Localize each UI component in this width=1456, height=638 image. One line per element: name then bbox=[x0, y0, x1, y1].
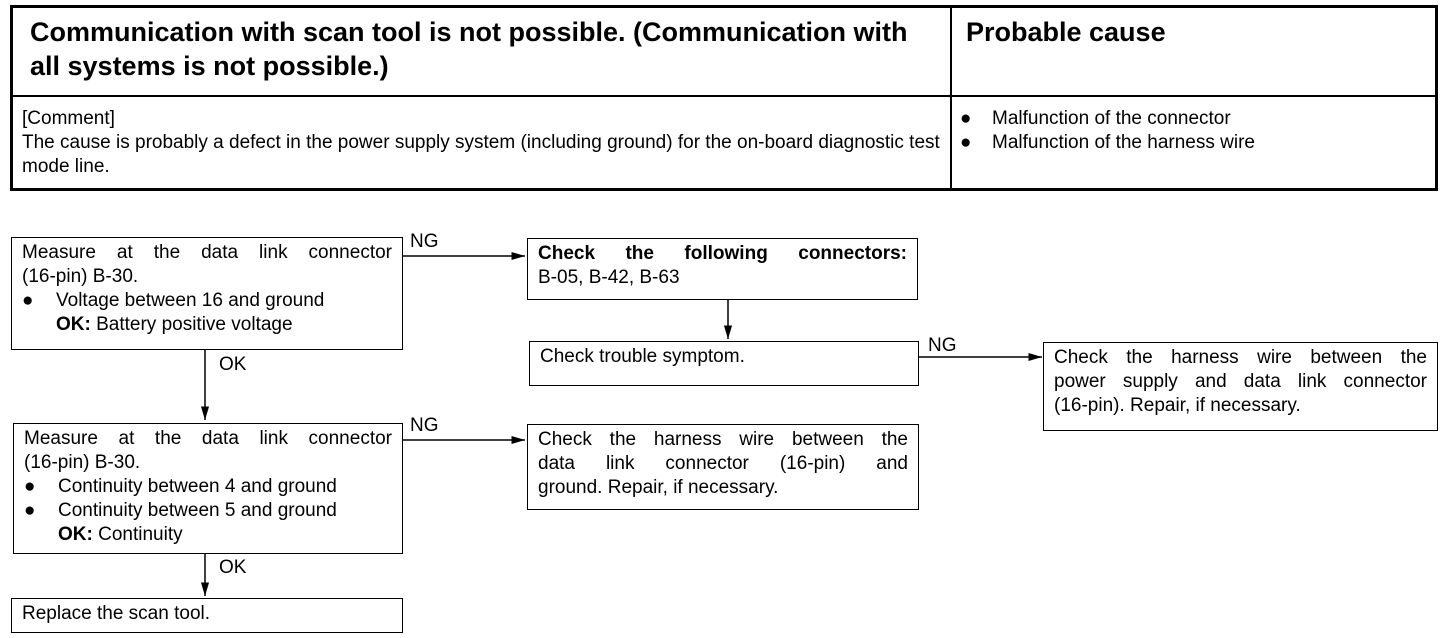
ok-label: OK bbox=[219, 354, 247, 375]
connector-list: B-05, B-42, B-63 bbox=[538, 267, 680, 288]
replace-scan-tool-text: Replace the scan tool. bbox=[22, 603, 211, 624]
check-connectors-title: Check the following connectors: bbox=[538, 243, 907, 264]
bullet-icon: ● bbox=[960, 108, 972, 129]
bullet-icon: ● bbox=[22, 290, 34, 311]
check-ground-harness-box: Check the harness wire between the data … bbox=[527, 424, 919, 510]
ok-criterion-value: Battery positive voltage bbox=[96, 314, 293, 335]
cause-list: ● Malfunction of the connector ● Malfunc… bbox=[960, 107, 1255, 155]
check-connectors-box: Check the following connectors: B-05, B-… bbox=[527, 238, 918, 300]
ground-harness-line2: data link connector (16-pin) and bbox=[538, 453, 908, 474]
list-item: ● Malfunction of the harness wire bbox=[960, 131, 1255, 155]
ground-harness-line3: ground. Repair, if necessary. bbox=[538, 477, 779, 498]
step2-ok-line: OK: Continuity bbox=[24, 523, 392, 547]
bullet-icon: ● bbox=[24, 500, 36, 521]
trouble-symptom-text: Check trouble symptom. bbox=[540, 346, 745, 367]
power-harness-line3: (16-pin). Repair, if necessary. bbox=[1054, 395, 1301, 416]
comment-block: [Comment] The cause is probably a defect… bbox=[22, 107, 947, 179]
bullet-icon: ● bbox=[24, 476, 36, 497]
comment-label: [Comment] bbox=[22, 108, 115, 129]
ok-criterion-label: OK: bbox=[58, 524, 93, 545]
ng-label: NG bbox=[928, 335, 957, 356]
column-divider bbox=[950, 8, 952, 188]
step2-bullet1: Continuity between 4 and ground bbox=[58, 476, 337, 497]
probable-cause-title: Probable cause bbox=[966, 17, 1166, 47]
power-harness-line1: Check the harness wire between the bbox=[1054, 347, 1427, 368]
cause-text: Malfunction of the harness wire bbox=[992, 132, 1255, 153]
header-table: Communication with scan tool is not poss… bbox=[10, 5, 1438, 191]
list-item: ● Voltage between 16 and ground bbox=[22, 289, 392, 313]
replace-scan-tool-box: Replace the scan tool. bbox=[11, 598, 403, 633]
power-harness-line2: power supply and data link connector bbox=[1054, 371, 1427, 392]
ok-label: OK bbox=[219, 557, 247, 578]
step1-ok-line: OK: Battery positive voltage bbox=[22, 313, 392, 337]
step1-measure-voltage-box: Measure at the data link connector (16-p… bbox=[11, 237, 403, 350]
check-power-harness-box: Check the harness wire between the power… bbox=[1043, 342, 1438, 431]
ok-criterion-label: OK: bbox=[56, 314, 91, 335]
cause-text: Malfunction of the connector bbox=[992, 108, 1231, 129]
bullet-icon: ● bbox=[960, 132, 972, 153]
step2-line1: Measure at the data link connector bbox=[24, 428, 392, 449]
step2-bullet2: Continuity between 5 and ground bbox=[58, 500, 337, 521]
page-title: Communication with scan tool is not poss… bbox=[30, 17, 908, 81]
step1-line2: (16-pin) B-30. bbox=[22, 266, 139, 287]
list-item: ● Malfunction of the connector bbox=[960, 107, 1255, 131]
list-item: ● Continuity between 4 and ground bbox=[24, 475, 392, 499]
step2-line2: (16-pin) B-30. bbox=[24, 452, 141, 473]
ok-criterion-value: Continuity bbox=[98, 524, 183, 545]
step1-bullet: Voltage between 16 and ground bbox=[56, 290, 325, 311]
comment-text: The cause is probably a defect in the po… bbox=[22, 132, 940, 177]
check-trouble-symptom-box: Check trouble symptom. bbox=[529, 341, 919, 386]
step2-measure-continuity-box: Measure at the data link connector (16-p… bbox=[13, 423, 403, 554]
ground-harness-line1: Check the harness wire between the bbox=[538, 429, 908, 450]
list-item: ● Continuity between 5 and ground bbox=[24, 499, 392, 523]
ng-label: NG bbox=[410, 231, 439, 252]
step1-line1: Measure at the data link connector bbox=[22, 242, 392, 263]
row-divider bbox=[13, 95, 1435, 97]
ng-label: NG bbox=[410, 415, 439, 436]
